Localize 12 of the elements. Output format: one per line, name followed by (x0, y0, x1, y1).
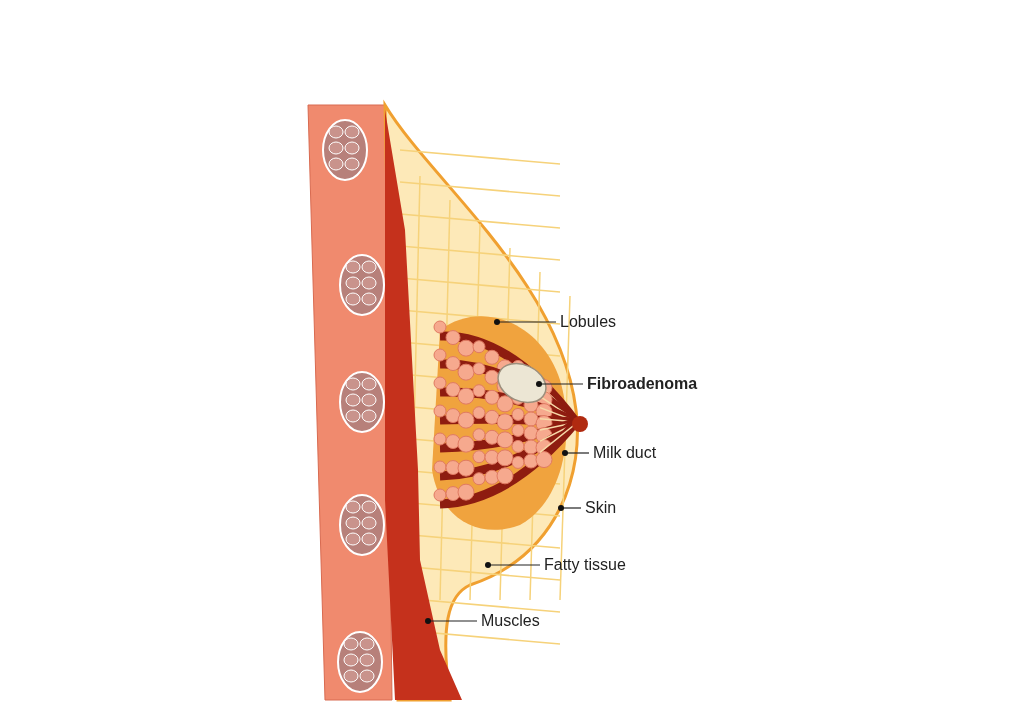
part-label: Fatty tissue (544, 555, 626, 575)
leader-line (562, 450, 590, 456)
part-label: Fibroadenoma (587, 374, 698, 394)
part-label: Skin (585, 498, 617, 518)
leader-line (494, 319, 557, 325)
leader-line (425, 618, 478, 624)
part-label: Muscles (481, 611, 540, 631)
part-label: Lobules (560, 312, 617, 332)
part-label: Milk duct (593, 443, 657, 463)
leader-line (536, 381, 584, 387)
leader-line (558, 505, 582, 511)
leader-line (485, 562, 541, 568)
